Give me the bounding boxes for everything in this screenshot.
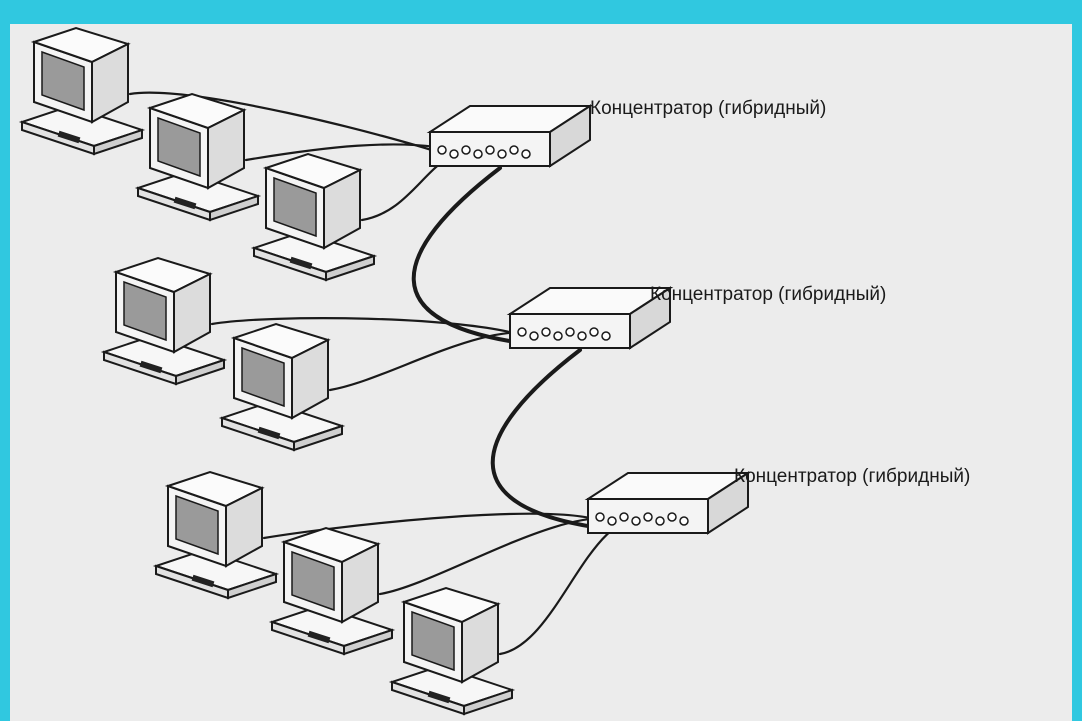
hub-port [521,149,531,159]
hub-port [601,331,611,341]
hub-port [577,331,587,341]
hub-port [607,516,617,526]
hubs [426,104,752,535]
monitor-screen [241,346,285,408]
hub-port [619,512,629,522]
hub-port [497,149,507,159]
cable [411,166,532,346]
hub-port [449,149,459,159]
computer-2-2 [218,322,346,452]
monitor-screen [123,280,167,342]
computer-3-1 [152,470,280,600]
hub-port [589,327,599,337]
network-diagram [18,26,752,716]
cable [490,348,610,531]
hub-port [541,327,551,337]
cables [128,91,652,656]
computer-1-3 [250,152,378,282]
right-frame-bar [1072,0,1082,721]
computer-3-3 [388,586,516,716]
diagram-canvas: Концентратор (гибридный) Концентратор (г… [10,24,1072,721]
monitor-screen [175,494,219,556]
hub-port [509,145,519,155]
hub-port [667,512,677,522]
hub-port [565,327,575,337]
cable [210,317,526,338]
hub-1 [426,104,594,168]
monitor-screen [291,550,335,612]
monitor-screen [273,176,317,238]
hub-port [631,516,641,526]
hub-3 [584,471,752,535]
monitor-screen [411,610,455,672]
computers [18,26,516,716]
hub-port [679,516,689,526]
hub-port [529,331,539,341]
monitor-screen [157,116,201,178]
left-frame-bar [0,0,10,721]
hub-trunk-cables [411,166,610,531]
hub-port [643,512,653,522]
hub-label-1: Концентратор (гибридный) [590,98,827,119]
computer-1-1 [18,26,146,156]
cable [262,512,604,540]
hub-port [517,327,527,337]
hub-label-2: Концентратор (гибридный) [650,284,887,305]
computer-2-1 [100,256,228,386]
hub-port [655,516,665,526]
hub-port [461,145,471,155]
hub-port [437,145,447,155]
hub-port [473,149,483,159]
hub-port [485,145,495,155]
hub-port [553,331,563,341]
computer-3-2 [268,526,396,656]
hub-port [595,512,605,522]
top-frame-bar [0,0,1082,24]
hub-2 [506,286,674,350]
hub-label-3: Концентратор (гибридный) [734,466,971,487]
computer-1-2 [134,92,262,222]
monitor-screen [41,50,85,112]
